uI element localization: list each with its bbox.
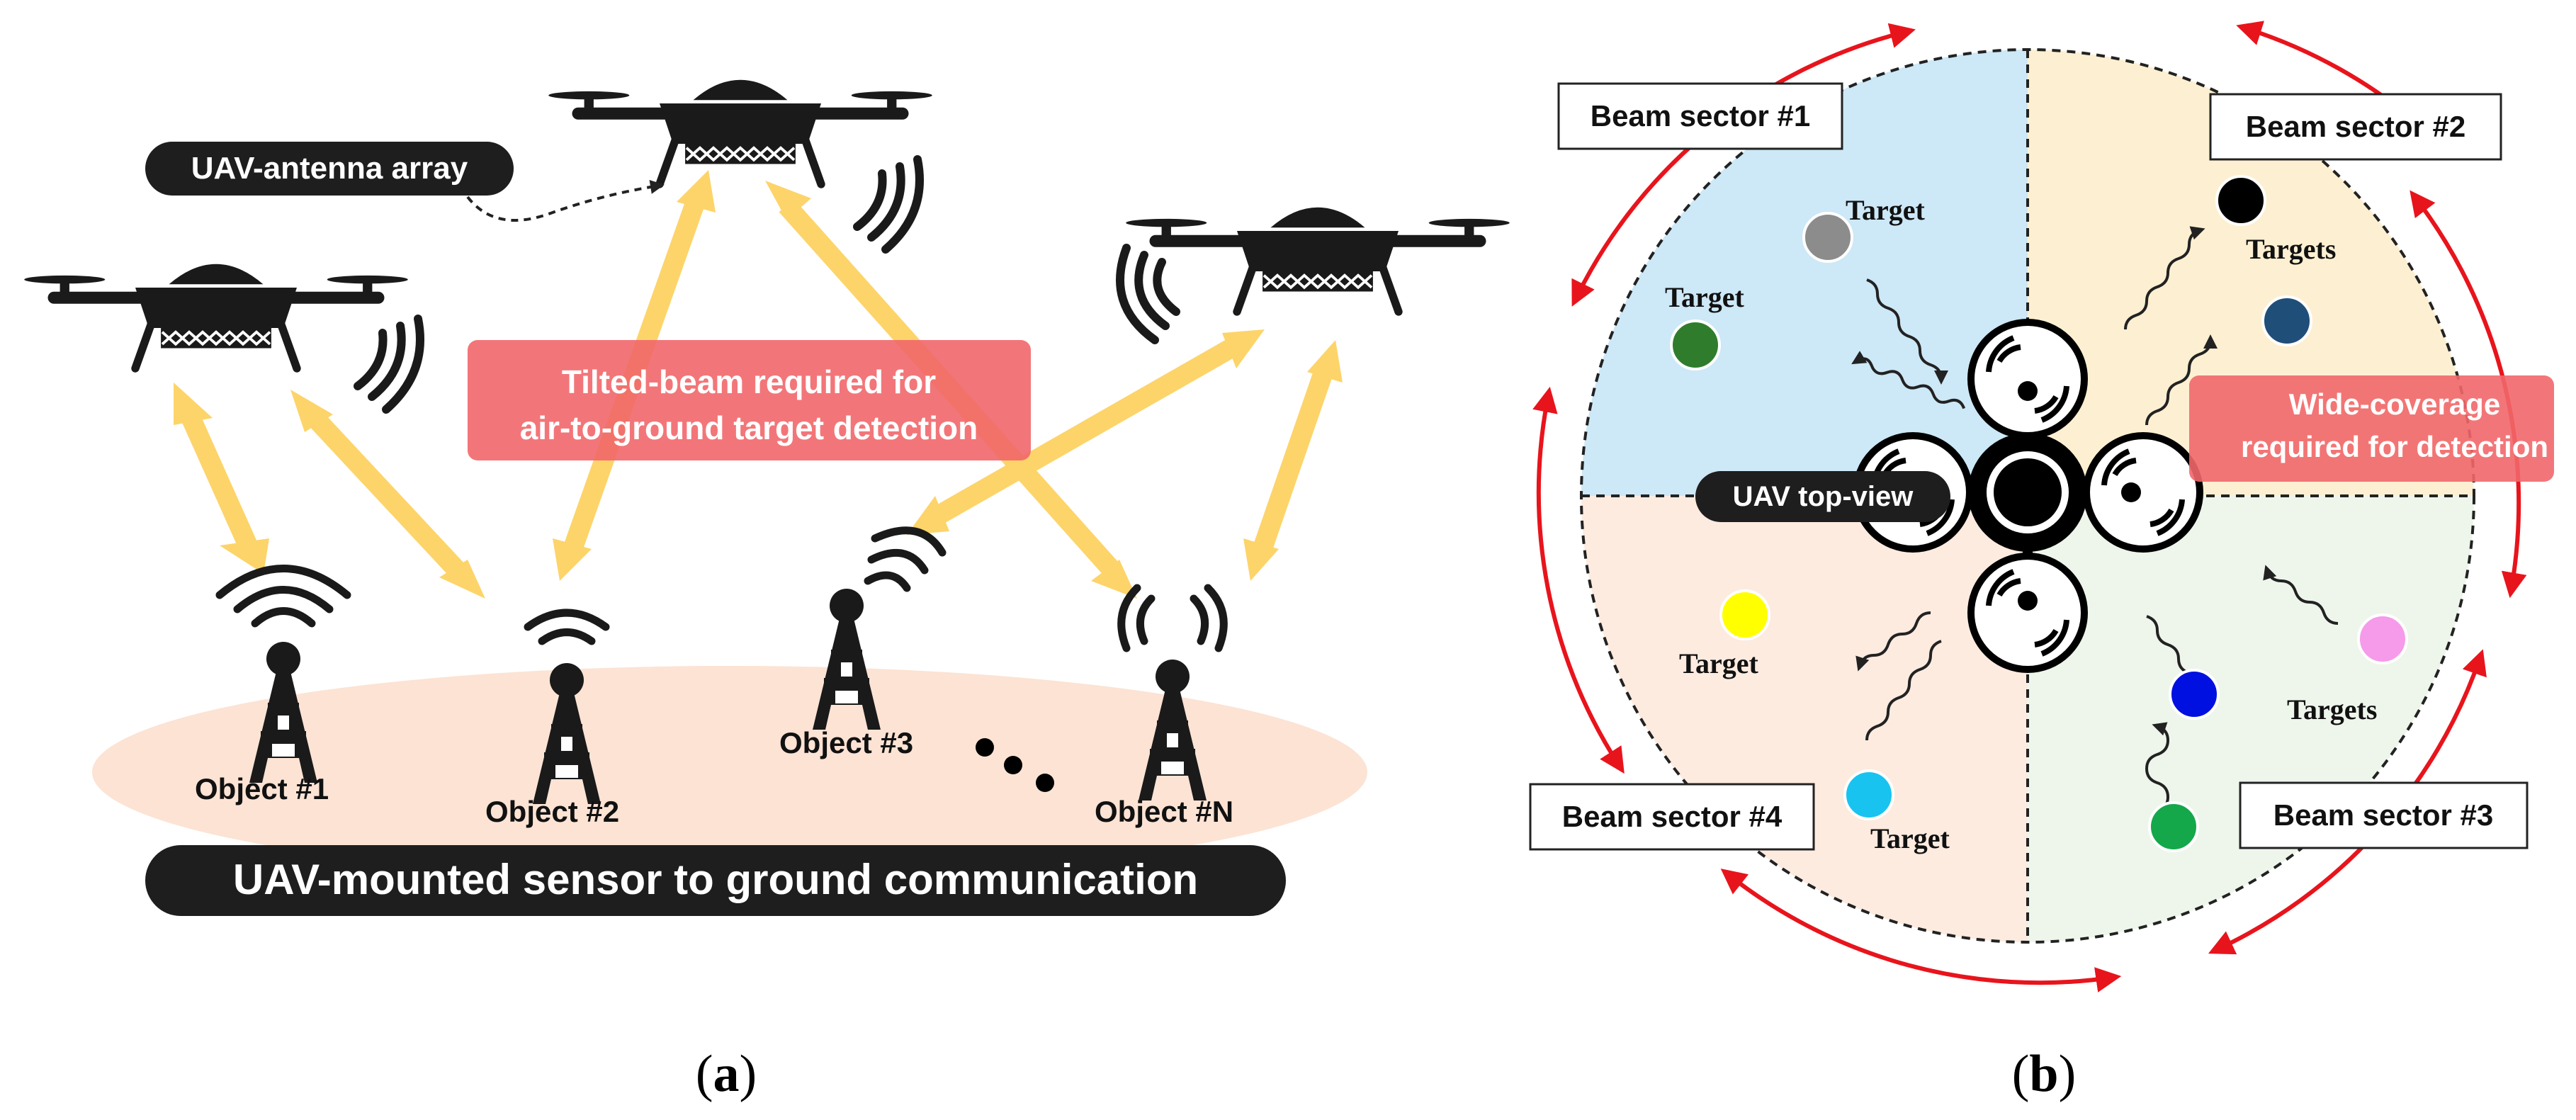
- target-green-dot: [2148, 801, 2199, 852]
- target-dark-green-dot: [1670, 319, 1721, 370]
- uav-top-view-label: UAV top-view: [1733, 481, 1914, 512]
- tilted-beam-line-2: air-to-ground target detection: [520, 409, 978, 446]
- wide-coverage-line-1: Wide-coverage: [2289, 388, 2500, 421]
- drone-signal-icon: [354, 155, 1180, 414]
- drone-right: [1126, 208, 1510, 312]
- wavy-signals: [1851, 226, 2339, 813]
- ellipsis-dots: [976, 738, 1054, 792]
- tilted-beam-line-1: Tilted-beam required for: [562, 363, 936, 400]
- sector-4-area: [1581, 496, 2028, 942]
- sector-3-label: Beam sector #3: [2273, 798, 2494, 832]
- uav-antenna-label: UAV-antenna array: [191, 151, 468, 186]
- target-label-1: Target: [1846, 194, 1926, 226]
- uav-top-view-label-box: [1695, 471, 1950, 522]
- target-navy-dot: [2261, 295, 2312, 346]
- sector-3-area: [2028, 496, 2474, 942]
- uav-antenna-pointer: [466, 180, 665, 222]
- object-label-n: Object #N: [1095, 795, 1233, 828]
- target-pink-dot: [2357, 613, 2408, 664]
- sector-2-box: [2209, 93, 2502, 161]
- tilted-beam-banner: [468, 340, 1031, 460]
- sector-3-box: [2239, 781, 2529, 849]
- target-yellow-dot: [1719, 589, 1770, 640]
- target-blue-dot: [2169, 669, 2220, 720]
- panel-a: Object #1 Object #2 Object #3 Object #N …: [24, 80, 1510, 1103]
- caption-a: (a): [696, 1045, 757, 1103]
- wide-coverage-line-2: required for detection: [2241, 430, 2548, 463]
- targets: [1670, 175, 2408, 852]
- caption-b: (b): [2012, 1045, 2076, 1103]
- sector-1-box: [1557, 82, 1843, 150]
- target-gray-dot: [1802, 212, 1853, 263]
- target-cyan-dot: [1843, 769, 1894, 820]
- target-black-dot: [2215, 175, 2266, 226]
- sector-4-box: [1529, 783, 1815, 851]
- sector-4-label: Beam sector #4: [1562, 800, 1783, 833]
- bottom-banner: UAV-mounted sensor to ground communicati…: [233, 856, 1198, 903]
- target-label-5: Targets: [2287, 694, 2377, 725]
- drone-center: [548, 80, 932, 184]
- ground-area: [92, 666, 1367, 878]
- target-label-4: Target: [1679, 647, 1759, 679]
- uav-antenna-label-box: [145, 142, 514, 196]
- drone-left: [24, 264, 408, 368]
- target-label-6: Target: [1870, 822, 1950, 854]
- object-label-2: Object #2: [485, 795, 619, 828]
- panel-b: Beam sector #1 Beam sector #2 Beam secto…: [1529, 21, 2554, 1103]
- target-label-3: Targets: [2246, 233, 2336, 265]
- uav-top-view: [1856, 322, 2200, 669]
- sector-1-label: Beam sector #1: [1591, 99, 1811, 132]
- bottom-banner-box: [145, 845, 1286, 916]
- object-label-3: Object #3: [779, 726, 913, 759]
- tower-signal-icon: [215, 526, 1228, 652]
- sector-2-label: Beam sector #2: [2246, 110, 2466, 143]
- object-label-1: Object #1: [195, 772, 329, 805]
- wide-coverage-banner: [2189, 375, 2554, 482]
- target-label-2: Target: [1665, 281, 1745, 313]
